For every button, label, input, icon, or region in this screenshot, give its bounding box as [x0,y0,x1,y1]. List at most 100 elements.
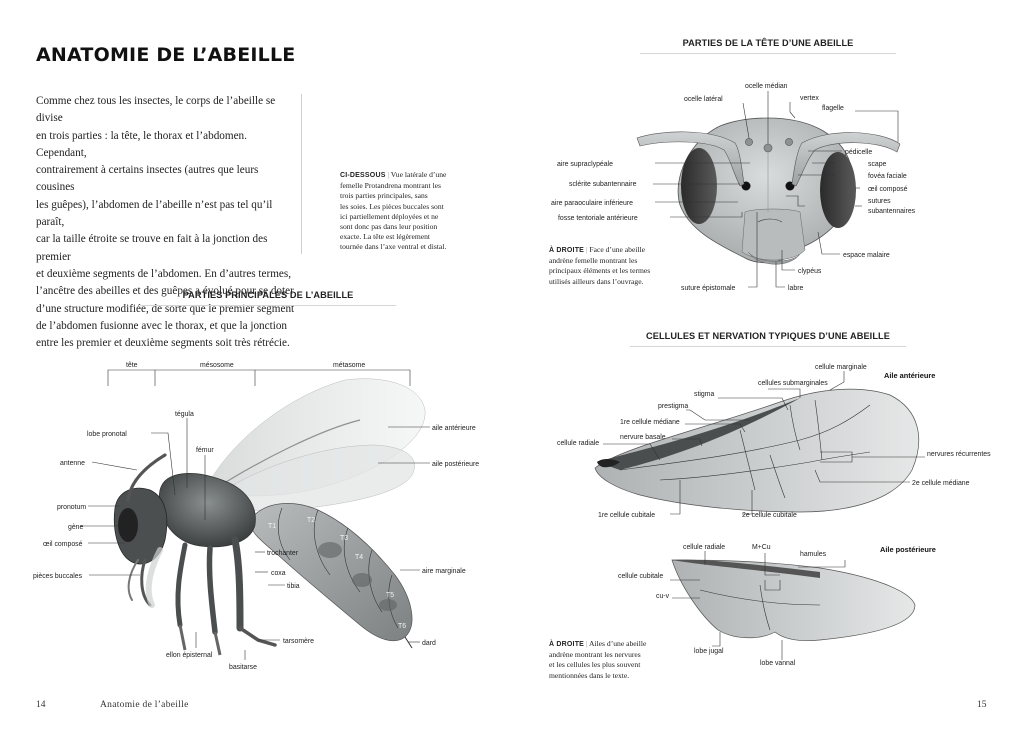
label-mcu: M+Cu [752,544,771,551]
leg-shape [206,545,218,635]
page-title: ANATOMIE DE L’ABEILLE [36,44,296,66]
caption-line: ici partiellement déployées et ne [340,211,439,221]
caption-head: À DROITE | Face d’une abeille andrène fe… [549,245,679,287]
ghost-leg-shape [145,547,163,608]
section-rule [640,53,896,54]
running-title: Anatomie de l’abeille [100,700,189,710]
label-lobe-vannal: lobe vannal [760,660,796,667]
label-scape: scape [868,161,887,168]
intro-line: entre les premier et deuxième segments s… [36,337,290,350]
abdomen-mark [352,573,372,587]
section-rule [630,346,906,347]
label-cellule-radiale: cellule radiale [557,440,599,447]
label-ocelle-lateral: ocelle latéral [684,96,723,103]
label-nervure-basale: nervure basale [620,434,666,441]
label-coxa: coxa [271,570,286,577]
label-tarsomere: tarsomère [283,638,314,645]
caption-line: trois parties principales, sans [340,191,428,201]
tarsus-shape [238,626,277,647]
leg-shape [175,542,188,628]
label-oeil-compose: œil composé [43,541,83,548]
label-cellules-submarginales: cellules submarginales [758,380,828,387]
section-heading-head: PARTIES DE LA TÊTE D’UNE ABEILLE [682,38,854,48]
label-flagelle: flagelle [822,105,844,112]
caption-line: tournée dans l’axe ventral et distal. [340,242,447,252]
column-divider [301,94,302,254]
segment-line [277,507,291,561]
mouthparts-shape [127,559,139,601]
label-cellule-cubitale-1: 1re cellule cubitale [598,512,655,519]
intro-line: de l’abdomen fusionne avec le thorax, et… [36,319,288,332]
label-tegula: tégula [175,411,194,418]
abdomen-mark [379,599,397,611]
label-cellule-marginale: cellule marginale [815,364,867,371]
label-cellule-mediane-1: 1re cellule médiane [620,419,680,426]
section-rule [140,305,396,306]
ocelle-lateral-mark [745,138,753,146]
label-oeil: œil composé [868,186,908,193]
caption-line: sont donc pas dans leur position [340,222,438,232]
label-suture-epistomale: suture épistomale [681,285,736,292]
leg-shape [213,631,222,656]
caption-line: principaux éléments et les termes [549,266,651,276]
label-lobe-pronotal: lobe pronotal [87,431,127,438]
wings-diagram: Aile antérieure Aile postérieure cellule… [557,364,991,667]
label-cellule-cubitale-2: 2e cellule cubitale [742,512,797,519]
title-aile-anterieure: Aile antérieure [884,371,935,380]
wing-vein [619,404,871,471]
wing-vein [209,419,361,493]
ocelle-lateral-mark [785,138,793,146]
label-aire-paraoculaire: aire paraoculaire inférieure [551,200,633,207]
label-cuv: cu-v [656,593,670,600]
caption-line: les soies. Les pièces buccales sont [340,201,444,211]
wing-vein [739,429,756,491]
head-diagram: ocelle médian ocelle latéral vertex flag… [551,83,916,292]
label-pronotum: pronotum [57,504,86,511]
intro-line: Comme chez tous les insectes, le corps d… [36,95,276,125]
intro-line: et deuxième segments de l’abdomen. En d’… [36,267,292,280]
caption-line: femelle Protandrena montrant les [340,181,442,191]
caption-line: andrène femelle montrant les [549,256,638,266]
caption-line: Face d’une abeille [589,245,646,254]
body-diagram: tête mésosome métasome lobe pro [33,362,479,671]
label-aile-anterieure: aile antérieure [432,425,476,432]
label-tibia: tibia [287,583,300,590]
label-mesosome: mésosome [200,362,234,369]
label-metasome: métasome [333,362,365,369]
segment-line [343,527,361,593]
caption-tag: CI-DESSOUS [340,172,386,179]
intro-line: les guêpes), l’abdomen de l’abeille n’es… [36,198,273,229]
label-t1: T1 [268,523,276,530]
caption-line: utilisés ailleurs dans l’ouvrage. [549,276,644,286]
caption-tag: À DROITE [549,247,585,254]
caption-line: mentionnées dans le texte. [549,670,630,680]
suture-line [757,218,783,223]
label-stigma: stigma [694,391,714,398]
compound-eye-shape [118,508,138,542]
label-t2: T2 [307,517,315,524]
hindwing-diagram-shape [671,559,916,642]
wing-vein [814,399,823,461]
label-clypeus: clypéus [798,268,822,275]
wing-vein [759,584,771,631]
caption-line: Vue latérale d’une [390,170,447,179]
label-aire-marginale: aire marginale [422,568,466,575]
intro-line: contrairement à certains insectes (autre… [36,164,259,194]
label-vertex: vertex [800,95,819,102]
intro-line: en trois parties : la tête, le thorax et… [36,129,247,159]
caption-side-view: CI-DESSOUS | Vue latérale d’une femelle … [340,170,475,253]
wing-vein [659,451,871,481]
label-post-cellule-radiale: cellule radiale [683,544,725,551]
left-eye [681,148,717,224]
caption-tag: À DROITE [549,641,585,648]
page-number-right: 15 [977,700,987,710]
hindwing-costa [672,559,820,578]
label-prestigma: prestigma [658,403,688,410]
label-hamules: hamules [800,551,827,558]
label-gene: gène [68,524,83,531]
caption-wings: À DROITE | Ailes d’une abeille andrène m… [549,639,679,681]
label-nervures-recurrentes: nervures récurrentes [927,451,991,458]
label-lobe-jugal: lobe jugal [694,648,724,655]
section-heading-wings: CELLULES ET NERVATION TYPIQUES D’UNE ABE… [646,331,890,341]
label-sclerite: sclérite subantennaire [569,181,637,188]
